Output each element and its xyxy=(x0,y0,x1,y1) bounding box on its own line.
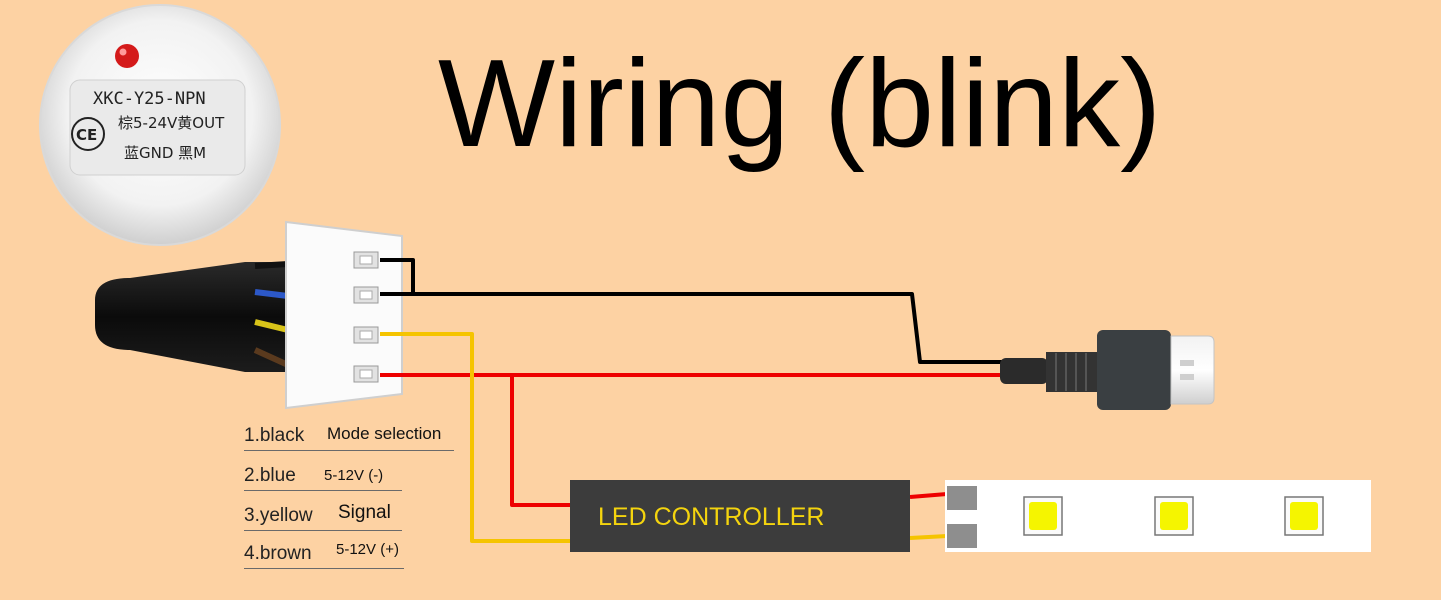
legend-row: 1.black Mode selection xyxy=(244,418,454,451)
cable-jacket xyxy=(95,262,285,372)
led-strip xyxy=(945,480,1371,552)
usb-cable-end xyxy=(1000,358,1048,384)
legend-description: 5-12V (+) xyxy=(336,541,399,558)
legend-row: 4.brown 5-12V (+) xyxy=(244,536,404,569)
connector-pin-3 xyxy=(353,326,379,344)
connector-pin-1 xyxy=(353,251,379,269)
sensor-led-indicator xyxy=(115,44,139,68)
ce-mark-icon xyxy=(71,117,105,151)
cable-core-blue xyxy=(254,289,289,299)
page-title: Wiring (blink) xyxy=(438,35,1162,173)
ce-mark: CE xyxy=(76,126,97,144)
wires xyxy=(380,258,1002,543)
led-controller-label: LED CONTROLLER xyxy=(598,503,825,531)
usb-plug-icon xyxy=(1000,330,1215,410)
usb-housing xyxy=(1097,330,1171,410)
legend-number: 3.yellow xyxy=(244,505,313,526)
sensor-pins-line2: 蓝GND 黑M xyxy=(124,144,206,162)
sensor-cable xyxy=(95,261,290,372)
connector-housing xyxy=(285,220,403,410)
usb-strain-relief xyxy=(1046,352,1102,392)
legend-description: 5-12V (-) xyxy=(324,467,384,484)
strip-pad-negative xyxy=(947,524,977,548)
legend-description: Mode selection xyxy=(327,424,442,443)
sensor-pins-line1: 棕5-24V黄OUT xyxy=(118,114,225,132)
legend-description: Signal xyxy=(338,502,391,523)
cable-core-yellow xyxy=(254,319,289,333)
usb-contact-lower xyxy=(1180,374,1194,380)
legend-number: 4.brown xyxy=(244,543,312,564)
strip-pad-positive xyxy=(947,486,977,510)
wire-red-to-strip xyxy=(909,492,948,499)
legend-number: 2.blue xyxy=(244,465,296,486)
wire-yellow-to-controller xyxy=(380,332,572,543)
sensor-model: XKC-Y25-NPN xyxy=(93,89,206,109)
led-controller-box xyxy=(570,480,910,552)
wire-black-loop xyxy=(380,258,415,294)
connector-pin-4 xyxy=(353,365,379,383)
connector-pin-2 xyxy=(353,286,379,304)
legend-row: 3.yellow Signal xyxy=(244,498,402,531)
usb-contact-upper xyxy=(1180,360,1194,366)
connector-body xyxy=(285,220,403,410)
cable-core-brown xyxy=(253,347,290,368)
sensor-led-highlight xyxy=(119,48,127,56)
legend-row: 2.blue 5-12V (-) xyxy=(244,458,402,491)
wire-yellow-to-strip xyxy=(909,534,948,540)
wire-red-to-controller xyxy=(510,375,572,507)
usb-metal-tip xyxy=(1170,335,1215,405)
wire-black-to-usb xyxy=(380,292,1002,364)
cable-core-black xyxy=(254,261,289,269)
led-chip-icon xyxy=(1154,496,1194,536)
led-chip-icon xyxy=(1023,496,1063,536)
sensor-module: XKC-Y25-NPN CE 棕5-24V黄OUT 蓝GND 黑M xyxy=(39,4,281,246)
led-chip-icon xyxy=(1284,496,1324,536)
legend-number: 1.black xyxy=(244,425,305,446)
sensor-label-plate xyxy=(69,79,246,176)
